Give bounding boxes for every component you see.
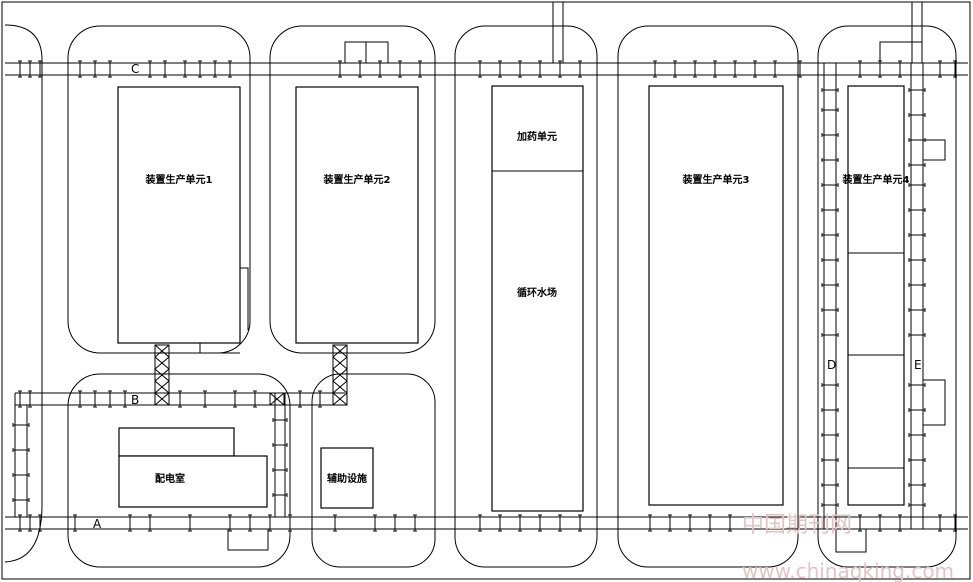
unit-3-label: 装置生产单元3	[682, 173, 750, 186]
rack-letter-c: C	[131, 62, 139, 76]
trestle-brace	[332, 344, 348, 358]
cooling-label: 循环水场	[517, 286, 557, 299]
trestle-brace	[154, 356, 170, 370]
watermark-url: www.chinaqking.com	[742, 559, 954, 582]
unit-boxes	[117, 85, 905, 512]
left-road-edge	[4, 24, 43, 563]
block-6	[617, 25, 799, 568]
power-room-upper	[118, 427, 235, 457]
trestle-brace	[332, 392, 348, 406]
rack-supports	[12, 60, 957, 532]
aux-box	[320, 447, 374, 509]
trestle-brace	[332, 368, 348, 382]
road-blocks	[4, 24, 957, 568]
watermark-cn: 中国期刊网	[742, 513, 852, 538]
unit-1-box	[117, 86, 241, 344]
trestle-brace	[332, 380, 348, 394]
trestle-connectors	[154, 344, 348, 406]
power-room-box	[118, 455, 268, 508]
power-room-label: 配电室	[155, 472, 185, 485]
trestle-brace	[154, 344, 170, 358]
unit-labels: 装置生产单元1 装置生产单元2 加药单元 循环水场 装置生产单元3 装置生产单元…	[145, 130, 910, 485]
rack-letter-b: B	[131, 393, 139, 407]
rack-letter-e: E	[914, 358, 922, 372]
trestle-frame	[154, 344, 170, 406]
unit-1-label: 装置生产单元1	[145, 173, 213, 186]
trestle-brace	[269, 392, 285, 406]
block-7	[817, 25, 957, 568]
block-2	[269, 25, 436, 354]
trestle-frame	[269, 392, 285, 406]
branch-brackets	[199, 41, 946, 553]
unit-2-label: 装置生产单元2	[323, 173, 391, 186]
unit-4-box	[847, 85, 905, 506]
block-4	[311, 373, 436, 568]
aux-label: 辅助设施	[327, 472, 367, 485]
rack-letters: C B A D E	[93, 62, 922, 531]
unit-4-label: 装置生产单元4	[842, 173, 910, 186]
rack-letter-a: A	[93, 517, 102, 531]
trestle-frame	[332, 344, 348, 406]
block-5	[454, 25, 598, 568]
watermark: 中国期刊网 www.chinaqking.com	[742, 513, 954, 582]
block-3	[67, 373, 291, 568]
unit-2-box	[295, 86, 419, 344]
rack-letter-d: D	[827, 358, 836, 372]
trestle-brace	[154, 392, 170, 406]
trestle-brace	[154, 380, 170, 394]
dosing-label: 加药单元	[516, 130, 557, 143]
water-box	[491, 85, 584, 512]
trestle-brace	[332, 356, 348, 370]
unit-3-box	[648, 85, 784, 506]
trestle-brace	[154, 368, 170, 382]
